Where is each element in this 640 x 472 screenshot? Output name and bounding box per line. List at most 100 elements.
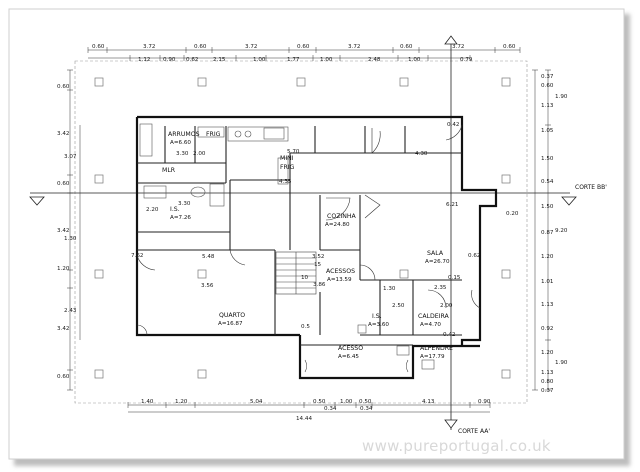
right-dim-outer: 1.90 9.20 1.90 [555,94,568,366]
inner-dim-352: 3.52 [312,254,324,260]
room-area-sala: A=26.70 [425,259,450,265]
left-dim-inner: 3.07 1.30 2.43 [64,154,77,314]
room-name-sala: SALA [427,250,444,257]
left-dim-2: 3.42 [57,131,69,137]
mini-frig-line1: MINI [280,155,294,162]
inner-dim-130: 1.30 [383,286,396,292]
section-lines [30,38,570,430]
section-label-bb: CORTE BB' [575,184,607,191]
bottom-dim-3: 5.04 [250,399,263,405]
inner-dim-05: 0.5 [301,324,310,330]
right-inner-9: 1.20 [541,254,554,260]
right-inner-3: 1.13 [541,103,554,109]
right-inner-12: 0.92 [541,326,553,332]
right-inner-10: 1.01 [541,279,554,285]
mini-frig-line2: FRIG [280,164,295,171]
top-dim2-9: 1.00 [408,57,421,63]
left-dim-5: 1.20 [57,266,70,272]
left-dim-6: 3.42 [57,326,69,332]
inner-dim-042a: 0.42 [447,122,459,128]
top-dim-2: 3.72 [143,44,155,50]
fixtures [139,123,435,370]
top-dim2-2: 0.90 [163,57,176,63]
inner-dim-430: 4.30 [415,151,428,157]
right-inner-11: 1.13 [541,302,554,308]
inner-dim-200: 2.00 [193,151,206,157]
inner-dim-570: 5.70 [287,149,300,155]
top-dim2-5: 1.00 [253,57,266,63]
bottom-dim-small-1: 0.34 [324,406,337,412]
top-dim2-8: 2.48 [368,57,381,63]
bottom-dim-row1: 1.40 1.20 5.04 0.50 1.00 0.50 4.13 0.90 [141,399,491,405]
inner-dim-042b: 0.42 [443,332,455,338]
room-area-caldeira: A=4.70 [420,322,441,328]
section-markers [29,35,577,429]
top-dim-9: 0.60 [503,44,516,50]
inner-dim-020: 0.20 [506,211,519,217]
stairs [275,251,317,295]
top-dim-3: 0.60 [194,44,207,50]
top-dim2-1: 1.12 [138,57,150,63]
right-inner-4: 1.05 [541,128,554,134]
room-area-is1: A=7.26 [170,215,191,221]
right-outer-3: 1.90 [555,360,568,366]
room-labels: ARRUMOS A=6.60 FRIG MLR I.S. A=7.26 COZI… [162,131,453,360]
bottom-dim-small-2: 0.34 [360,406,373,412]
room-name-is1: I.S. [170,206,180,213]
dashed-boundary [74,60,528,404]
room-name-quarto: QUARTO [219,312,245,319]
right-inner-14: 1.13 [541,370,554,376]
inner-dim-762: 7.62 [131,253,143,259]
dimension-ticks [67,47,551,408]
top-dim-row1: 0.60 3.72 0.60 3.72 0.60 3.72 0.60 3.72 … [92,44,516,50]
watermark: www.pureportugal.co.uk [362,437,551,455]
right-inner-13: 1.20 [541,350,554,356]
inner-dims: 3.30 2.00 5.70 4.35 4.30 0.42 3.30 2.20 … [131,122,519,338]
room-name-arrumos: ARRUMOS [168,131,200,138]
right-inner-5: 1.50 [541,156,554,162]
grid-markers [94,77,511,379]
left-dim-7: 0.60 [57,374,70,380]
inner-dim-330a: 3.30 [176,151,189,157]
page-border [8,8,625,460]
bottom-dim-5: 1.00 [340,399,353,405]
bottom-dim-7: 4.13 [422,399,435,405]
exterior-walls [135,115,498,380]
inner-dim-621: 6.21 [446,202,459,208]
room-area-quarto: A=16.87 [218,321,243,327]
inner-dim-435: 4.35 [279,179,292,185]
interior-walls [137,126,462,346]
left-dim-4: 3.42 [57,228,69,234]
top-dim-row2: 1.12 0.90 0.62 2.15 1.00 1.77 1.00 2.48 … [138,57,473,63]
room-name-acessos: ACESSOS [326,268,355,275]
right-outer-2: 9.20 [555,228,568,234]
inner-dim-235: 2.35 [434,285,447,291]
room-area-cozinha: A=24.80 [325,222,350,228]
top-dim-7: 0.60 [400,44,413,50]
left-inner-1: 3.07 [64,154,77,160]
bottom-dim-1: 1.40 [141,399,154,405]
inner-dim-220: 2.20 [146,207,159,213]
top-dim2-3: 0.62 [186,57,198,63]
room-name-is2: I.S. [372,313,382,320]
top-dim2-7: 1.00 [320,57,333,63]
room-area-acessos: A=13.59 [327,277,352,283]
inner-dim-548: 5.48 [202,254,215,260]
right-inner-8: 0.87 [541,230,554,236]
top-dim-4: 3.72 [245,44,257,50]
bottom-dim-6: 0.50 [359,399,372,405]
right-dim-inner: 0.37 0.60 1.13 1.05 1.50 0.54 1.50 0.87 … [541,74,554,394]
top-dim2-10: 0.79 [460,57,473,63]
door-swings [136,124,481,373]
inner-dim-386: 3.86 [313,282,326,288]
room-name-mlr: MLR [162,167,176,174]
top-dim2-6: 1.77 [287,57,300,63]
right-inner-2: 0.60 [541,83,554,89]
room-area-arrumos: A=6.60 [170,140,191,146]
left-inner-3: 2.43 [64,308,77,314]
left-inner-2: 1.30 [64,236,77,242]
dimension-lines [69,49,549,413]
room-area-alpendre: A=17.79 [420,354,445,360]
right-inner-1: 0.37 [541,74,554,80]
